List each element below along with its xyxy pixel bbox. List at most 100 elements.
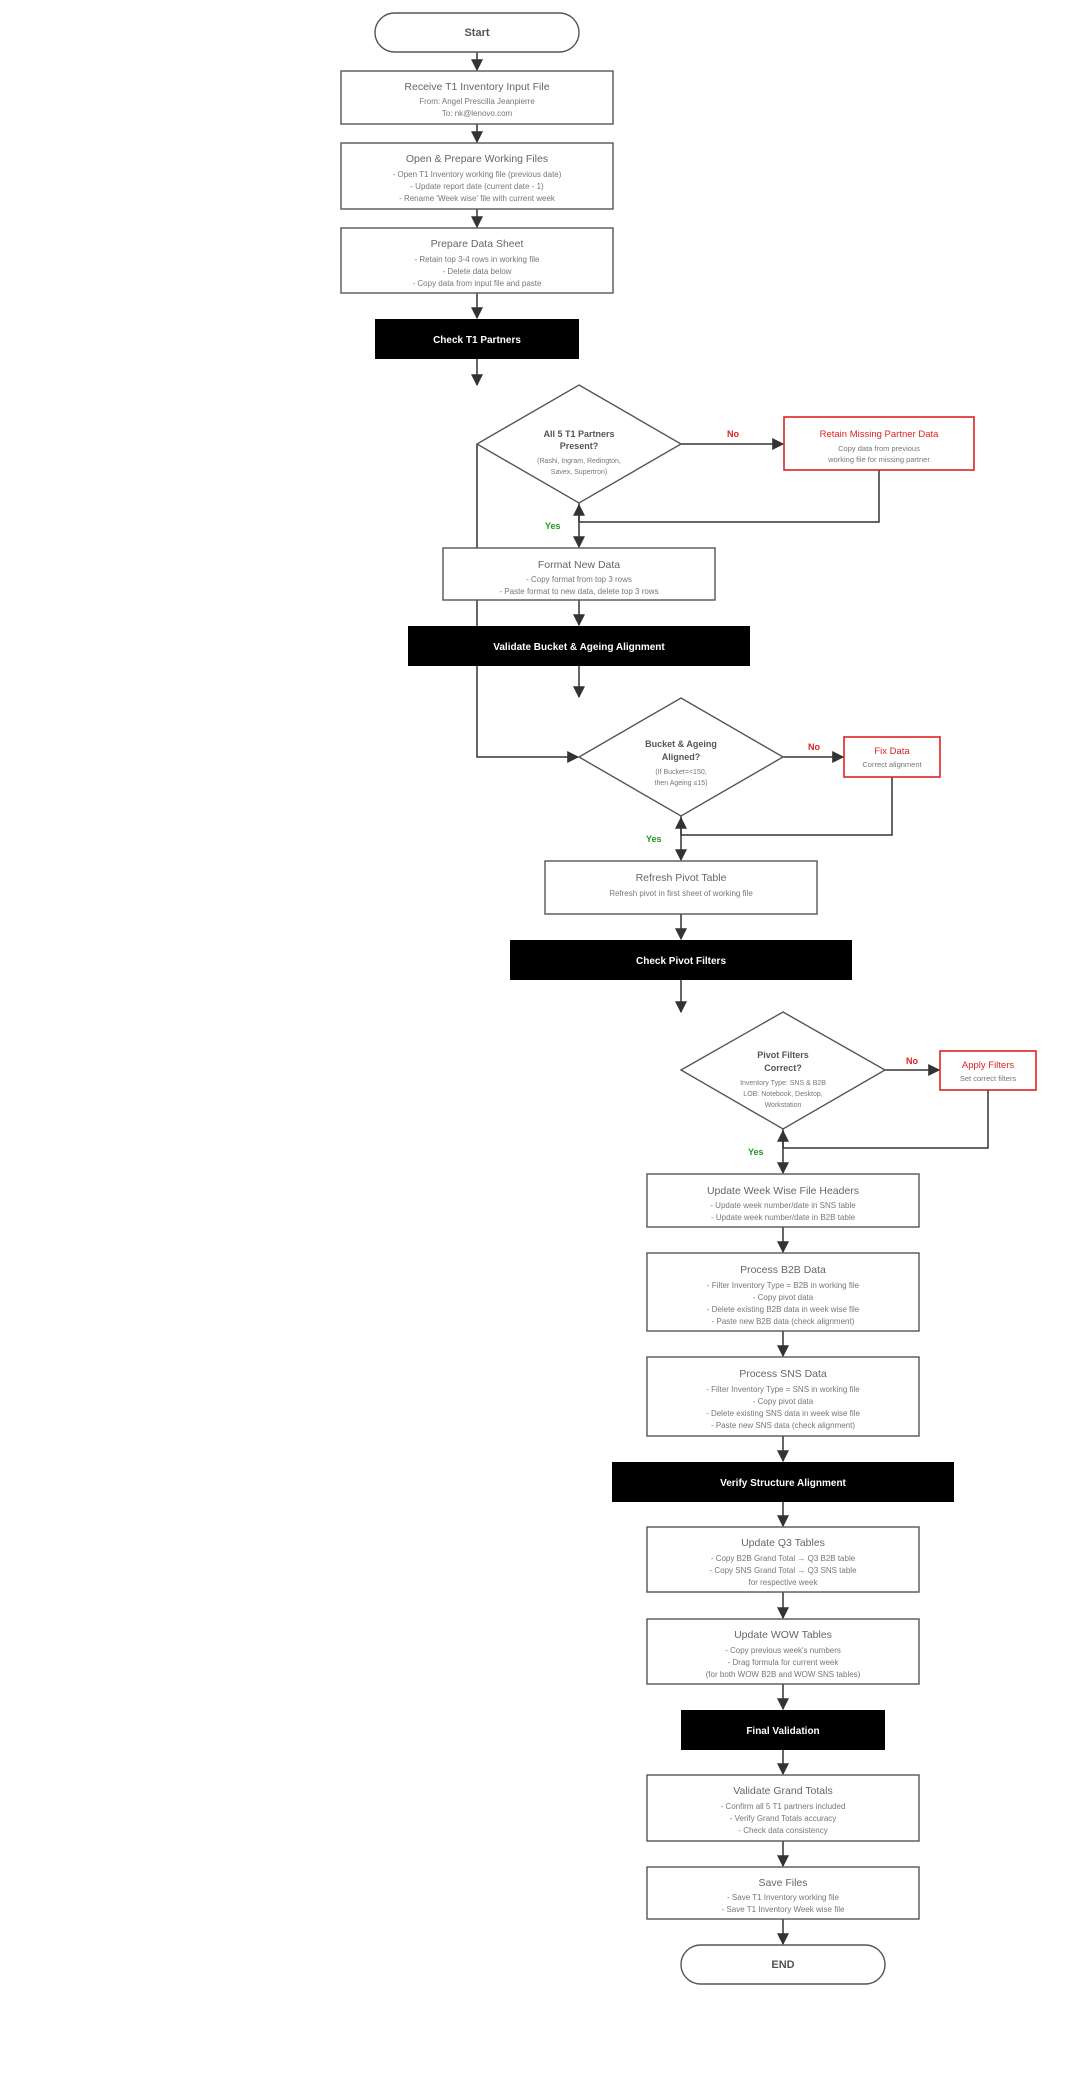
- decision-pivot-question: Correct?: [764, 1063, 802, 1073]
- step-format-line: - Paste format to new data, delete top 3…: [499, 587, 658, 596]
- step-wow-title: Update WOW Tables: [734, 1629, 832, 1641]
- decision-partners-question: All 5 T1 Partners: [543, 429, 614, 439]
- step-sns-title: Process SNS Data: [739, 1368, 827, 1380]
- step-open-line: - Update report date (current date - 1): [410, 182, 544, 191]
- step-receive: Receive T1 Inventory Input File From: An…: [340, 70, 614, 125]
- step-q3-line: - Copy SNS Grand Total → Q3 SNS table: [709, 1566, 857, 1575]
- pivot-no-label: No: [906, 1056, 918, 1066]
- step-wow-line: - Copy previous week's numbers: [725, 1646, 841, 1655]
- edge-fix-back: [681, 777, 893, 836]
- step-format-line: - Copy format from top 3 rows: [526, 575, 632, 584]
- step-sns: Process SNS Data - Filter Inventory Type…: [646, 1356, 920, 1437]
- check-bucket-label: Validate Bucket & Ageing Alignment: [493, 642, 665, 653]
- fix-retain-title: Retain Missing Partner Data: [820, 429, 940, 440]
- step-headers: Update Week Wise File Headers - Update w…: [646, 1173, 920, 1228]
- partners-yes-label: Yes: [545, 521, 561, 531]
- check-partners: Check T1 Partners: [375, 319, 579, 359]
- decision-partners-question: Present?: [560, 441, 599, 451]
- edge-apply-back: [783, 1090, 989, 1149]
- check-partners-label: Check T1 Partners: [433, 335, 521, 346]
- step-save-title: Save Files: [758, 1877, 807, 1889]
- step-b2b-line: - Delete existing B2B data in week wise …: [707, 1305, 860, 1314]
- step-open: Open & Prepare Working Files - Open T1 I…: [340, 142, 614, 210]
- step-prepare-line: - Retain top 3-4 rows in working file: [415, 255, 540, 264]
- fix-retain-line: working file for missing partner: [827, 455, 930, 464]
- step-headers-title: Update Week Wise File Headers: [707, 1185, 859, 1197]
- step-grand: Validate Grand Totals - Confirm all 5 T1…: [646, 1774, 920, 1842]
- step-q3: Update Q3 Tables - Copy B2B Grand Total …: [646, 1526, 920, 1593]
- fix-data: Fix Data Correct alignment: [843, 736, 941, 778]
- check-final-label: Final Validation: [746, 1726, 819, 1737]
- step-grand-line: - Confirm all 5 T1 partners included: [721, 1802, 846, 1811]
- step-wow: Update WOW Tables - Copy previous week's…: [646, 1618, 920, 1685]
- decision-bucket-question: Bucket & Ageing: [645, 739, 717, 749]
- decision-partners: All 5 T1 Partners Present? (Rashi, Ingra…: [475, 384, 683, 504]
- check-structure: Verify Structure Alignment: [612, 1462, 954, 1502]
- fix-apply-filters: Apply Filters Set correct filters: [939, 1050, 1037, 1091]
- step-b2b-title: Process B2B Data: [740, 1264, 826, 1276]
- step-refresh: Refresh Pivot Table Refresh pivot in fir…: [544, 860, 818, 915]
- step-grand-line: - Check data consistency: [738, 1826, 827, 1835]
- step-sns-line: - Copy pivot data: [753, 1397, 814, 1406]
- step-open-title: Open & Prepare Working Files: [406, 153, 548, 165]
- step-open-line: - Rename 'Week wise' file with current w…: [399, 194, 556, 203]
- decision-pivot-detail: Inventory Type: SNS & B2B: [740, 1080, 826, 1087]
- step-format-title: Format New Data: [538, 559, 620, 571]
- step-q3-line: for respective week: [749, 1578, 819, 1587]
- start-node: Start: [374, 12, 580, 53]
- decision-pivot: Pivot Filters Correct? Inventory Type: S…: [679, 1011, 887, 1130]
- step-sns-line: - Filter Inventory Type = SNS in working…: [706, 1385, 860, 1394]
- fix-apply-title: Apply Filters: [962, 1060, 1015, 1071]
- decision-bucket-detail: then Ageing ≤15): [655, 780, 708, 787]
- decision-partners-detail: (Rashi, Ingram, Redington,: [537, 458, 621, 465]
- fix-data-line: Correct alignment: [862, 760, 922, 769]
- step-prepare-title: Prepare Data Sheet: [431, 238, 524, 250]
- end-node: END: [680, 1944, 886, 1985]
- check-pivot-label: Check Pivot Filters: [636, 956, 726, 967]
- step-wow-line: - Drag formula for current week: [728, 1658, 840, 1667]
- step-q3-line: - Copy B2B Grand Total → Q3 B2B table: [711, 1554, 856, 1563]
- check-structure-label: Verify Structure Alignment: [720, 1478, 846, 1489]
- end-label: END: [771, 1959, 794, 1971]
- step-b2b-line: - Paste new B2B data (check alignment): [712, 1317, 855, 1326]
- step-b2b: Process B2B Data - Filter Inventory Type…: [646, 1252, 920, 1332]
- decision-bucket-question: Aligned?: [662, 752, 701, 762]
- step-b2b-line: - Filter Inventory Type = B2B in working…: [707, 1281, 860, 1290]
- check-bucket: Validate Bucket & Ageing Alignment: [408, 626, 750, 666]
- step-q3-title: Update Q3 Tables: [741, 1537, 825, 1549]
- pivot-yes-label: Yes: [748, 1147, 764, 1157]
- decision-pivot-detail: Workstation: [765, 1102, 802, 1109]
- step-wow-line: (for both WOW B2B and WOW SNS tables): [706, 1670, 861, 1679]
- step-refresh-line: Refresh pivot in first sheet of working …: [609, 889, 753, 898]
- bucket-yes-label: Yes: [646, 834, 662, 844]
- step-prepare-line: - Delete data below: [443, 267, 512, 276]
- step-prepare: Prepare Data Sheet - Retain top 3-4 rows…: [340, 227, 614, 294]
- decision-bucket-detail: (If Bucket=<150,: [655, 769, 706, 776]
- step-refresh-title: Refresh Pivot Table: [636, 872, 727, 884]
- fix-apply-line: Set correct filters: [960, 1074, 1017, 1083]
- edge-retain-back: [579, 470, 880, 523]
- step-open-line: - Open T1 Inventory working file (previo…: [393, 170, 562, 179]
- edges: [471, 52, 989, 1946]
- start-label: Start: [464, 27, 489, 39]
- step-headers-line: - Update week number/date in B2B table: [711, 1213, 856, 1222]
- step-headers-line: - Update week number/date in SNS table: [710, 1201, 856, 1210]
- step-save-line: - Save T1 Inventory working file: [727, 1893, 839, 1902]
- decision-pivot-question: Pivot Filters: [757, 1050, 809, 1060]
- partners-no-label: No: [727, 429, 739, 439]
- step-prepare-line: - Copy data from input file and paste: [413, 279, 543, 288]
- step-grand-title: Validate Grand Totals: [733, 1785, 832, 1797]
- step-receive-line: To: nk@lenovo.com: [442, 109, 513, 118]
- step-receive-line: From: Angel Prescilla Jeanpierre: [419, 97, 535, 106]
- fix-retain-line: Copy data from previous: [838, 444, 920, 453]
- step-format: Format New Data - Copy format from top 3…: [442, 547, 716, 601]
- step-receive-title: Receive T1 Inventory Input File: [404, 81, 549, 93]
- check-final: Final Validation: [681, 1710, 885, 1750]
- decision-partners-detail: Savex, Supertron): [551, 469, 607, 476]
- check-pivot: Check Pivot Filters: [510, 940, 852, 980]
- step-sns-line: - Delete existing SNS data in week wise …: [706, 1409, 860, 1418]
- fix-retain-partner: Retain Missing Partner Data Copy data fr…: [783, 416, 975, 471]
- decision-bucket: Bucket & Ageing Aligned? (If Bucket=<150…: [577, 697, 785, 817]
- step-save: Save Files - Save T1 Inventory working f…: [646, 1866, 920, 1920]
